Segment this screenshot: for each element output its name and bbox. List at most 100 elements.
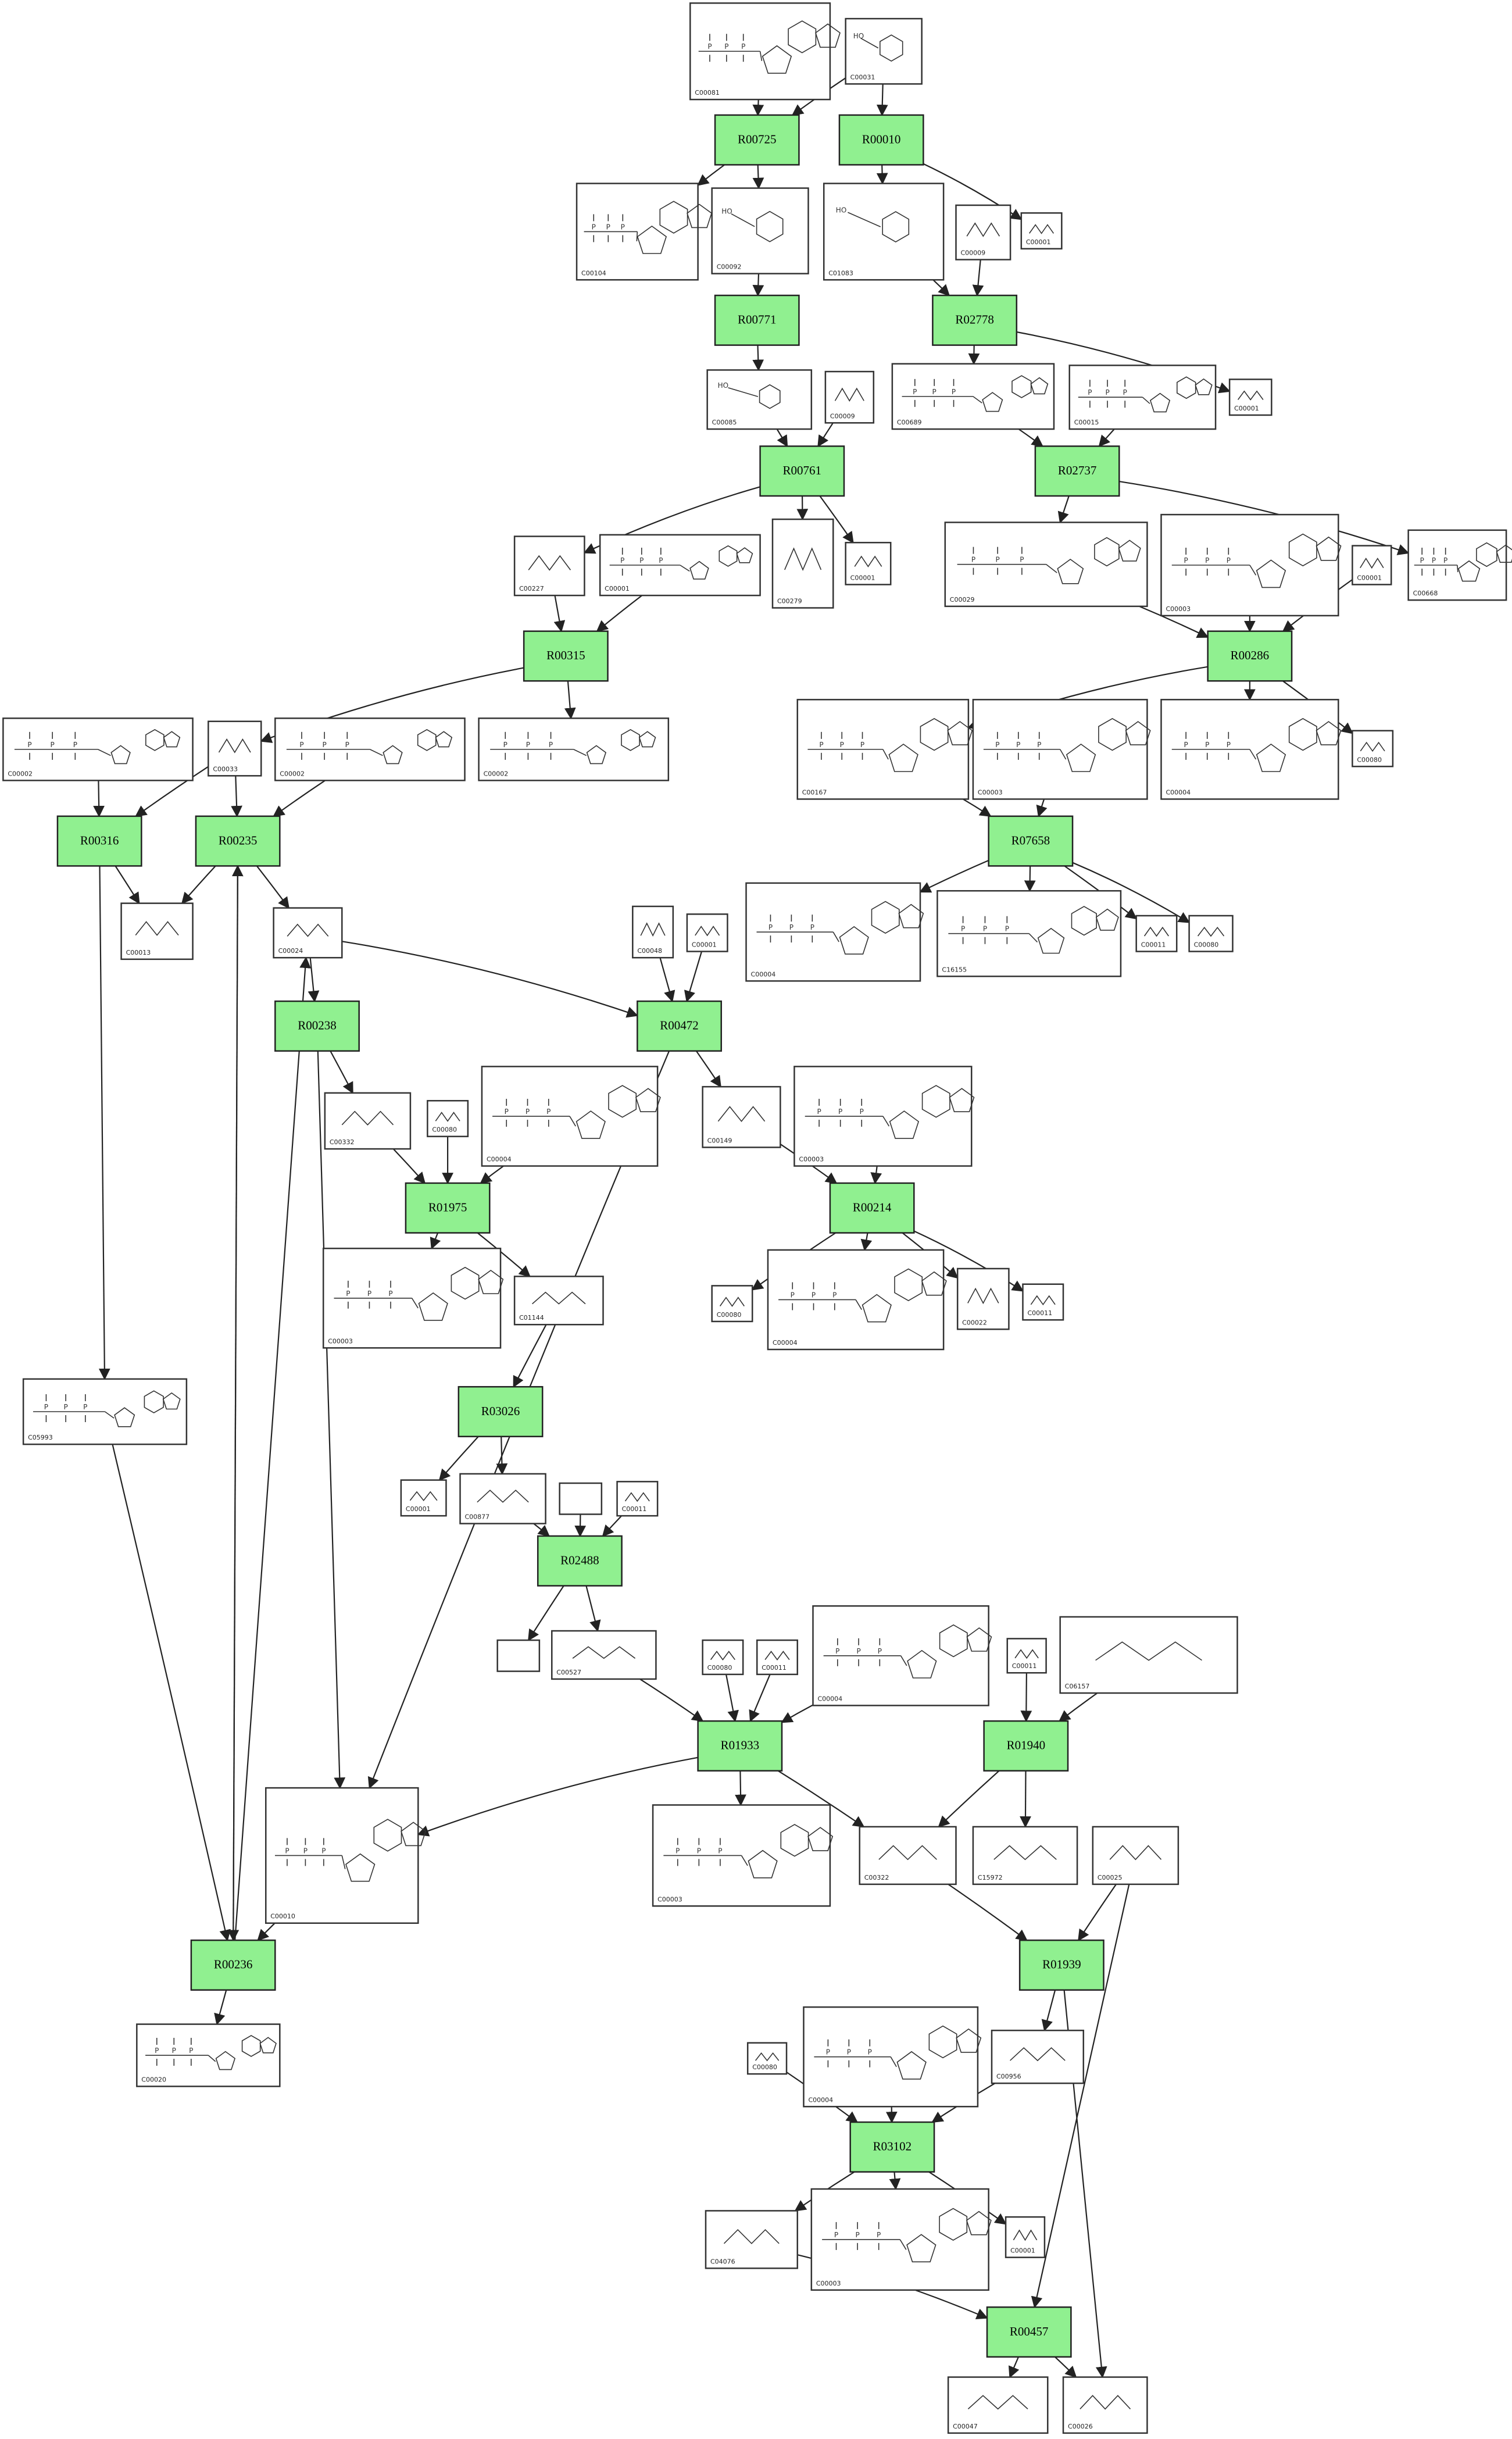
compound-c37[interactable]: C00332	[324, 1092, 412, 1150]
compound-c12[interactable]: C00001	[1228, 378, 1272, 416]
reaction-R00771[interactable]: R00771	[714, 294, 800, 346]
reaction-R01940[interactable]: R01940	[983, 1720, 1069, 1772]
compound-c31[interactable]: C00048	[632, 905, 674, 959]
compound-c19[interactable]: C00001	[1352, 545, 1392, 585]
compound-c53[interactable]	[496, 1639, 541, 1672]
compound-c9[interactable]: C00009	[824, 370, 875, 424]
compound-c32[interactable]: C00001	[686, 913, 728, 952]
compound-c63[interactable]: C15972	[972, 1826, 1078, 1886]
compound-c46[interactable]: C00022	[956, 1267, 1010, 1330]
compound-c67[interactable]: C00080	[746, 2042, 788, 2075]
compound-c38[interactable]: C00080	[427, 1099, 469, 1137]
compound-c50[interactable]: C00877	[459, 1473, 546, 1524]
compound-c62[interactable]: C00322	[859, 1826, 957, 1886]
reaction-R00725[interactable]: R00725	[714, 114, 800, 166]
reaction-R02778[interactable]: R02778	[932, 294, 1018, 346]
compound-c29[interactable]: C00013	[120, 902, 194, 960]
compound-c51[interactable]	[559, 1482, 603, 1515]
reaction-R01933[interactable]: R01933	[697, 1720, 783, 1772]
compound-c59[interactable]: C06157	[1059, 1616, 1238, 1694]
reaction-R02488[interactable]: R02488	[537, 1535, 623, 1587]
reaction-R00286[interactable]: R00286	[1207, 630, 1293, 682]
compound-c44[interactable]: C00080	[711, 1285, 753, 1323]
reaction-R00010[interactable]: R00010	[838, 114, 924, 166]
compound-c36[interactable]: C00080	[1188, 915, 1234, 952]
compound-c72[interactable]: C00047	[947, 2376, 1049, 2434]
compound-c58[interactable]: C00011	[1006, 1638, 1047, 1674]
reaction-R07658[interactable]: R07658	[988, 815, 1074, 867]
compound-c14[interactable]: C00001	[845, 541, 892, 585]
svg-text:P: P	[878, 1647, 882, 1655]
reaction-R03102[interactable]: R03102	[849, 2121, 935, 2173]
compound-c55[interactable]: C00080	[702, 1639, 744, 1676]
compound-c49[interactable]: C00001	[400, 1479, 447, 1517]
compound-c56[interactable]: C00011	[756, 1639, 799, 1676]
reaction-R00235[interactable]: R00235	[195, 815, 281, 867]
compound-c64[interactable]: C00025	[1092, 1826, 1179, 1886]
compound-c15[interactable]: C00279	[771, 518, 834, 609]
compound-c47[interactable]: C00011	[1022, 1283, 1064, 1321]
reaction-R00472[interactable]: R00472	[637, 1000, 722, 1052]
reaction-R00238[interactable]: R00238	[274, 1000, 360, 1052]
compound-c73[interactable]: C00026	[1062, 2376, 1148, 2434]
compound-c35[interactable]: C00011	[1135, 915, 1178, 952]
compound-box	[702, 1085, 781, 1148]
reaction-R00316[interactable]: R00316	[56, 815, 142, 867]
compound-c6[interactable]: C00009	[955, 204, 1011, 260]
compound-c66[interactable]: C00956	[991, 2029, 1085, 2084]
compound-c69[interactable]: C04076	[705, 2210, 799, 2269]
compound-c54[interactable]: C00527	[551, 1630, 657, 1680]
compound-c52[interactable]: C00011	[616, 1481, 659, 1517]
reaction-R00214[interactable]: R00214	[829, 1182, 915, 1234]
compound-c71[interactable]: C00001	[1005, 2216, 1046, 2258]
compound-c40[interactable]: C00149	[702, 1085, 781, 1148]
reaction-R00236[interactable]: R00236	[190, 1939, 276, 1991]
reaction-R00315[interactable]: R00315	[523, 630, 609, 682]
compound-c22[interactable]: C00033	[208, 720, 262, 777]
reaction-R02737[interactable]: R02737	[1034, 445, 1120, 497]
edge-R00771-c8	[752, 345, 764, 372]
reaction-R01939[interactable]: R01939	[1018, 1939, 1104, 1991]
compound-c7[interactable]: C00001	[1020, 212, 1063, 250]
svg-text:P: P	[832, 1291, 837, 1299]
reaction-R01975[interactable]: R01975	[405, 1182, 491, 1234]
compound-c28[interactable]: C00080	[1352, 730, 1394, 767]
compound-c43[interactable]: C01144	[513, 1276, 604, 1326]
reaction-R00761[interactable]: R00761	[759, 445, 845, 497]
reaction-R03026[interactable]: R03026	[457, 1385, 544, 1438]
compound-c30[interactable]: C00024	[273, 907, 343, 959]
reaction-R00457[interactable]: R00457	[986, 2306, 1072, 2358]
compound-c13[interactable]: C00227	[513, 535, 585, 597]
